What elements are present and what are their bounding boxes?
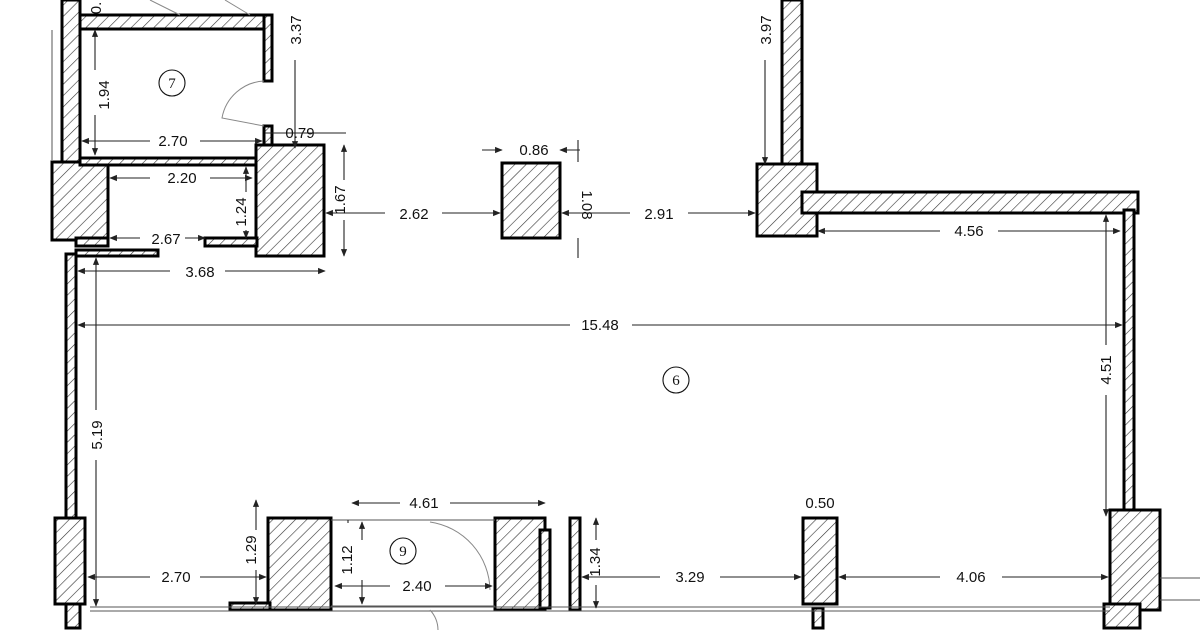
column-center — [500, 161, 562, 240]
dim-519: 5.19 — [89, 420, 106, 449]
wall-room7-bottom — [78, 156, 267, 167]
dim-194: 1.94 — [96, 80, 113, 109]
wall-small-room-bottom-right — [203, 236, 259, 248]
room-number: 6 — [672, 373, 680, 389]
dim-167: 1.67 — [332, 185, 349, 214]
dim-397: 3.97 — [758, 15, 775, 44]
door-room9 — [429, 521, 491, 591]
door-top-mid — [224, 0, 251, 16]
wall-left-long — [64, 252, 78, 520]
dim-270-bottom: 2.70 — [161, 569, 190, 586]
pier-4 — [801, 516, 839, 606]
wall-block-center-left — [254, 143, 326, 258]
pier-2-jamb — [538, 528, 552, 610]
wall-top-right — [800, 190, 1140, 215]
dim-291: 2.91 — [644, 206, 673, 223]
room-6-label: 6 — [662, 366, 690, 394]
wall-room7-right-bottom — [262, 124, 274, 148]
pier-1 — [266, 516, 333, 612]
wall-left-stub — [50, 160, 110, 242]
door-room7 — [221, 80, 265, 127]
pier-3 — [568, 516, 582, 612]
dim-337: 3.37 — [288, 15, 305, 44]
dim-086: 0.86 — [519, 142, 548, 159]
pier-bottom-left-foot — [64, 602, 82, 630]
dim-267: 2.67 — [151, 231, 180, 248]
wall-sill-left — [74, 248, 160, 258]
wall-right-outer — [1122, 208, 1136, 512]
walls — [50, 0, 1162, 630]
dim-top-cut: 0. — [88, 2, 105, 15]
doors — [149, 0, 491, 630]
dim-050: 0.50 — [805, 495, 834, 512]
dimension-labels: 0. 3.37 1.94 2.70 0.79 2.20 1.24 1.67 2.… — [88, 2, 1115, 595]
room-number: 9 — [399, 544, 407, 560]
dim-112: 1.12 — [339, 545, 356, 574]
dim-134: 1.34 — [587, 547, 604, 576]
wall-left-upper — [60, 0, 82, 170]
room-labels: 7 6 9 — [158, 69, 690, 565]
dim-329: 3.29 — [675, 569, 704, 586]
dim-368: 3.68 — [185, 264, 214, 281]
wall-room7-top — [78, 13, 274, 31]
room-number: 7 — [168, 76, 176, 92]
pier-bottom-left — [53, 516, 87, 606]
wall-small-room-bottom-left — [74, 236, 110, 248]
dim-108: 1.08 — [578, 190, 595, 219]
door-room9-lower — [429, 609, 439, 630]
dim-270-top: 2.70 — [158, 133, 187, 150]
dim-220: 2.20 — [167, 170, 196, 187]
pier-right-foot — [1102, 602, 1142, 630]
dim-451: 4.51 — [1098, 355, 1115, 384]
dim-461: 4.61 — [409, 495, 438, 512]
dim-240: 2.40 — [402, 578, 431, 595]
dim-124: 1.24 — [233, 197, 250, 226]
door-top-left — [149, 0, 181, 16]
dimension-lines — [77, 29, 1123, 609]
wall-room7-right-top — [262, 13, 274, 83]
dim-1548: 15.48 — [581, 317, 619, 334]
room-9-label: 9 — [389, 537, 417, 565]
dim-456: 4.56 — [954, 223, 983, 240]
room-7-label: 7 — [158, 69, 186, 97]
dim-079: 0.79 — [285, 125, 314, 142]
dim-406: 4.06 — [956, 569, 985, 586]
dim-129: 1.29 — [243, 535, 260, 564]
pier-2 — [493, 516, 547, 612]
pier-4-foot — [811, 606, 825, 630]
pier-right — [1108, 508, 1162, 612]
thin-lines — [51, 30, 1200, 612]
dim-262: 2.62 — [399, 206, 428, 223]
